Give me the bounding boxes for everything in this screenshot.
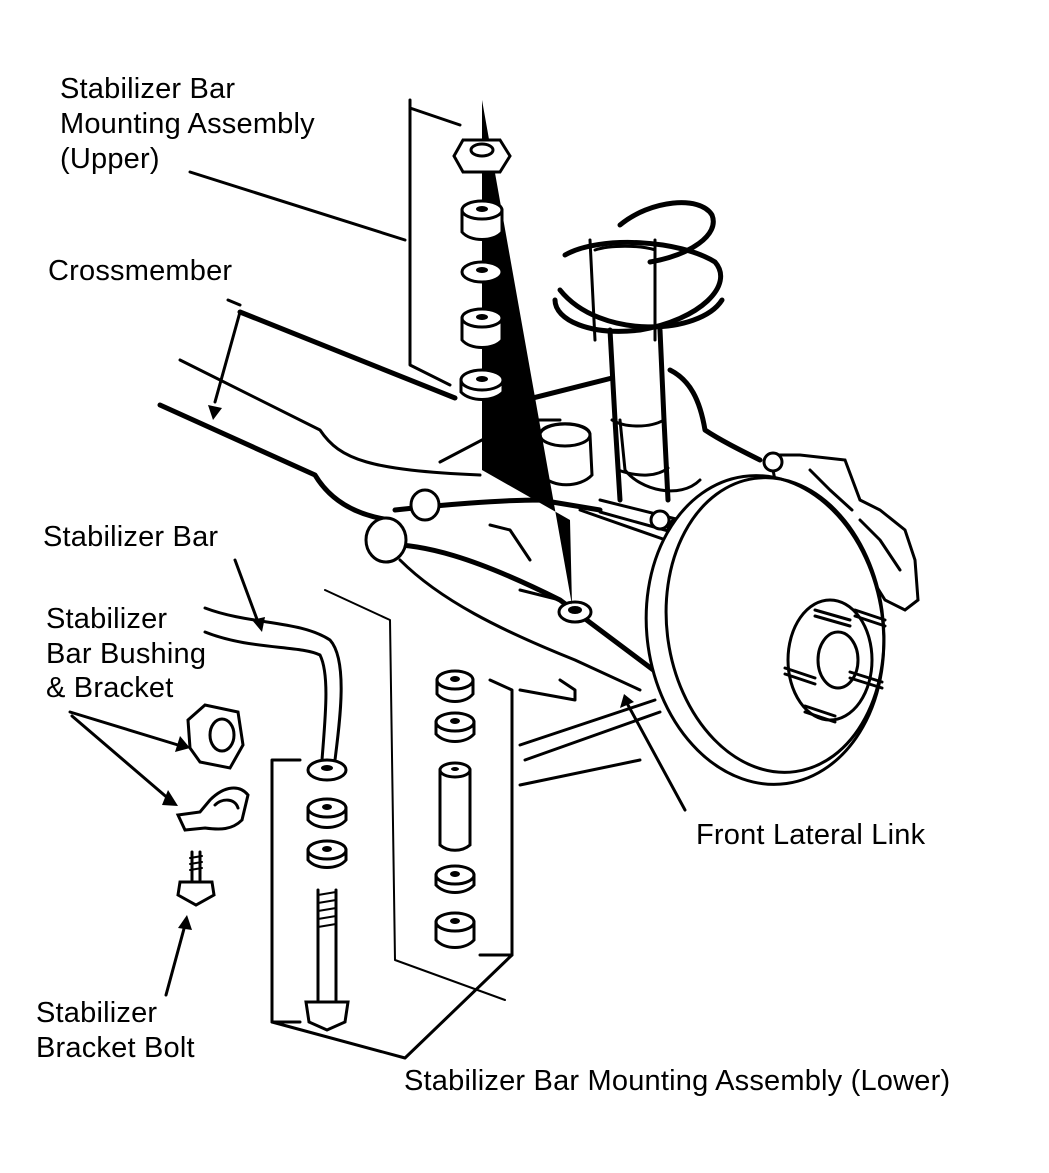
upper-mount-label-line3: (Upper) (60, 143, 160, 175)
coil-spring-strut (552, 200, 725, 503)
front-lateral-link-body (364, 488, 694, 787)
brake-rotor (644, 474, 887, 786)
crossmember-label: Crossmember (48, 255, 233, 287)
lower-mount-label: Stabilizer Bar Mounting Assembly (Lower) (404, 1065, 951, 1097)
leader-lines (68, 98, 687, 1060)
stabilizer-bar-label: Stabilizer Bar (43, 521, 219, 553)
upper-mount-stack (452, 100, 572, 605)
upper-mount-label-line2: Mounting Assembly (60, 108, 315, 140)
bracket-bolt-label-line2: Bracket Bolt (36, 1032, 195, 1064)
bracket-bolt-label-line1: Stabilizer (36, 997, 158, 1029)
lower-mount-stack-left (304, 758, 350, 1032)
lower-mount-stack-right (434, 669, 476, 949)
bushing-bracket-label-line1: Stabilizer (46, 603, 168, 635)
bushing-bracket-label-line3: & Bracket (46, 672, 174, 704)
bushing-bracket-label-line2: Bar Bushing (46, 638, 207, 670)
stabilizer-bar-body (203, 606, 343, 762)
upper-mount-label-line1: Stabilizer Bar (60, 73, 236, 105)
front-lateral-link-label: Front Lateral Link (696, 819, 926, 851)
bushing-bracket-parts (175, 655, 300, 907)
wheel-studs (783, 608, 887, 724)
